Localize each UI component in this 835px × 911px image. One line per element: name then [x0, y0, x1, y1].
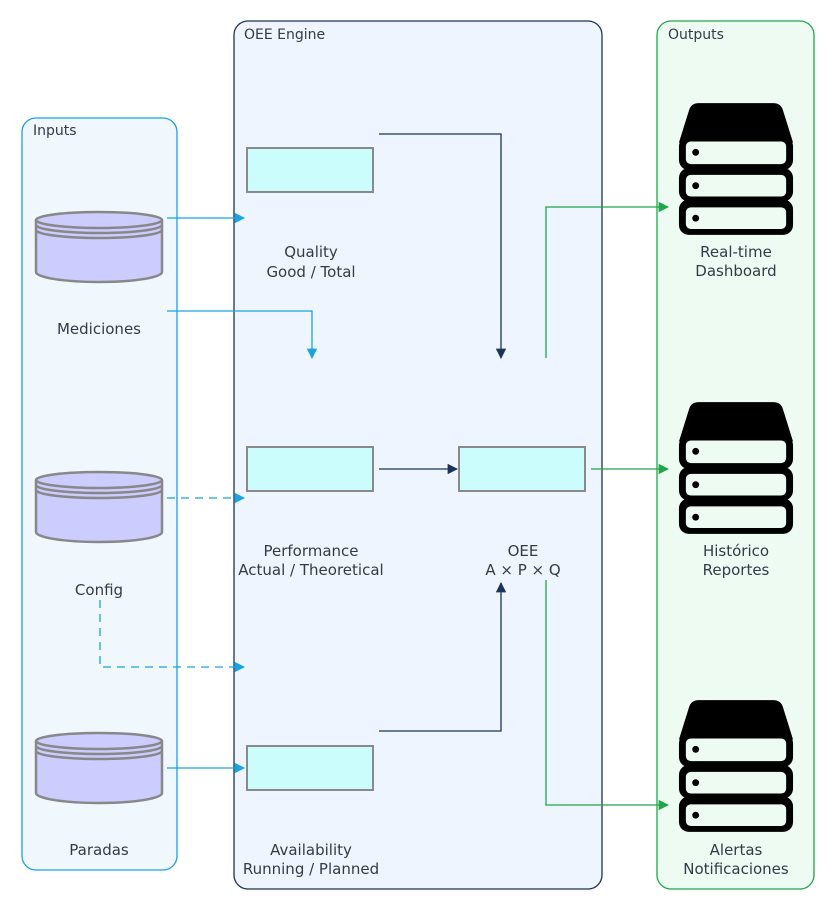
node-alertas-line2: Notificaciones: [683, 860, 789, 878]
node-oee-line2: A × P × Q: [485, 561, 560, 579]
node-performance-line2: Actual / Theoretical: [238, 561, 383, 579]
edge-oee-alertas: [545, 580, 670, 811]
node-dashboard-line2: Dashboard: [695, 262, 776, 280]
server-icon: [678, 700, 794, 832]
node-performance[interactable]: Performance Actual / Theoretical: [238, 446, 384, 579]
edges-output: [545, 201, 670, 811]
edges-engine: [379, 133, 507, 732]
node-historico-line1: Histórico: [703, 542, 769, 560]
cluster-engine: OEE Engine: [233, 20, 603, 890]
node-alertas-line1: Alertas: [710, 841, 763, 859]
cluster-outputs-label: Outputs: [668, 27, 724, 43]
edge-oee-dashboard: [545, 201, 670, 358]
database-icon: [34, 210, 164, 284]
node-paradas[interactable]: Paradas: [34, 731, 164, 859]
node-availability-line1: Availability: [270, 841, 352, 859]
node-performance-line1: Performance: [263, 542, 358, 560]
node-quality-line1: Quality: [284, 243, 338, 261]
node-dashboard[interactable]: Real-time Dashboard: [678, 103, 794, 280]
node-alertas[interactable]: Alertas Notificaciones: [678, 700, 794, 878]
node-oee[interactable]: OEE A × P × Q: [458, 446, 586, 579]
node-mediciones[interactable]: Mediciones: [34, 210, 164, 338]
node-historico-line2: Reportes: [703, 561, 770, 579]
server-icon: [678, 402, 794, 534]
node-paradas-label: Paradas: [69, 841, 129, 859]
node-availability[interactable]: Availability Running / Planned: [243, 745, 379, 878]
edge-mediciones-performance: [167, 310, 318, 360]
database-icon: [34, 470, 164, 544]
node-availability-line2: Running / Planned: [243, 860, 379, 878]
node-historico[interactable]: Histórico Reportes: [678, 402, 794, 579]
node-config-label: Config: [75, 581, 123, 599]
edge-availability-oee: [379, 581, 507, 732]
cluster-inputs-label: Inputs: [33, 123, 77, 139]
node-dashboard-line1: Real-time: [700, 243, 772, 261]
node-oee-line1: OEE: [508, 542, 539, 560]
server-icon: [678, 103, 794, 235]
edges-input: [99, 212, 318, 774]
database-icon: [34, 731, 164, 805]
node-mediciones-label: Mediciones: [57, 320, 141, 338]
edge-quality-oee: [379, 133, 507, 360]
node-quality-line2: Good / Total: [266, 263, 355, 281]
cluster-engine-label: OEE Engine: [244, 27, 325, 43]
node-quality[interactable]: Quality Good / Total: [246, 147, 374, 281]
node-config[interactable]: Config: [34, 470, 164, 599]
